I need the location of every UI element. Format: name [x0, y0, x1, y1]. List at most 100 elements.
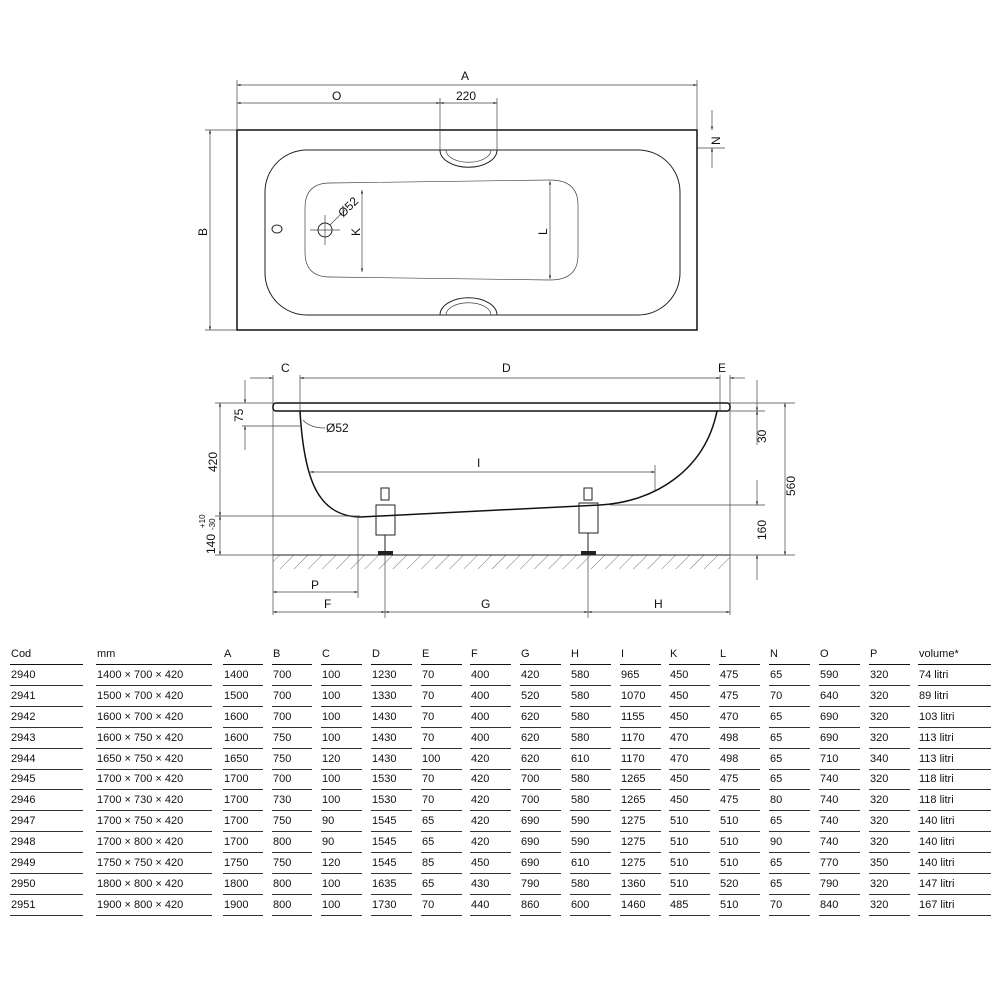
table-cell: 89 litri [918, 687, 991, 707]
table-cell: 620 [520, 750, 561, 770]
table-cell: 65 [769, 770, 810, 791]
table-cell: 690 [520, 812, 561, 833]
table-cell: 320 [869, 875, 910, 895]
dim-E-label: E [718, 361, 726, 375]
foot-right [578, 487, 599, 555]
table-cell: 1400 × 700 × 420 [96, 666, 212, 686]
table-cell: 2943 [10, 729, 83, 749]
table-cell: 65 [769, 750, 810, 770]
table-cell: 510 [669, 854, 710, 874]
table-cell: 113 litri [918, 729, 991, 749]
table-cell: 147 litri [918, 875, 991, 895]
table-cell: 65 [769, 854, 810, 874]
table-cell: 120 [321, 750, 362, 770]
table-cell: 140 litri [918, 833, 991, 854]
table-cell: 610 [570, 854, 611, 874]
table-cell: 475 [719, 666, 760, 686]
table-cell: 700 [272, 687, 312, 707]
table-cell: 790 [520, 875, 561, 895]
table-cell: 65 [769, 812, 810, 833]
handle-top [439, 149, 498, 168]
table-cell: 1600 [223, 729, 263, 749]
column-header: E [421, 645, 462, 665]
table-cell: 120 [321, 854, 362, 874]
table-cell: 498 [719, 750, 760, 770]
table-cell: 70 [421, 708, 462, 728]
table-cell: 520 [520, 687, 561, 707]
table-cell: 70 [421, 729, 462, 749]
dim-B-label: B [196, 228, 210, 236]
table-cell: 100 [321, 708, 362, 728]
table-cell: 1070 [620, 687, 661, 707]
table-cell: 1275 [620, 812, 661, 833]
table-cell: 580 [570, 770, 611, 791]
column-header: D [371, 645, 412, 665]
tolerance-plus-label: +10 [198, 514, 207, 528]
table-cell: 320 [869, 812, 910, 833]
table-cell: 320 [869, 687, 910, 707]
table-cell: 1275 [620, 854, 661, 874]
table-cell: 2950 [10, 875, 83, 895]
table-cell: 700 [272, 666, 312, 686]
table-cell: 65 [421, 833, 462, 854]
table-cell: 450 [669, 791, 710, 812]
table-cell: 965 [620, 666, 661, 686]
table-cell: 65 [769, 666, 810, 686]
table-cell: 2948 [10, 833, 83, 854]
table-cell: 100 [321, 666, 362, 686]
dim-220-label: 220 [456, 89, 476, 103]
table-cell: 750 [272, 729, 312, 749]
table-cell: 420 [520, 666, 561, 686]
table-cell: 610 [570, 750, 611, 770]
tolerance-minus-label: -30 [208, 518, 217, 530]
table-cell: 1700 × 730 × 420 [96, 791, 212, 812]
table-cell: 100 [321, 875, 362, 895]
table-cell: 510 [719, 812, 760, 833]
table-cell: 2946 [10, 791, 83, 812]
side-drain-label: Ø52 [326, 421, 349, 435]
table-cell: 1730 [371, 896, 412, 916]
basin-floor [304, 179, 579, 281]
table-cell: 475 [719, 687, 760, 707]
table-cell: 2940 [10, 666, 83, 686]
table-cell: 320 [869, 791, 910, 812]
table-cell: 400 [470, 666, 511, 686]
table-cell: 320 [869, 708, 910, 728]
table-cell: 1400 [223, 666, 263, 686]
table-cell: 690 [819, 729, 860, 749]
table-cell: 470 [669, 750, 710, 770]
table-cell: 840 [819, 896, 860, 916]
table-cell: 90 [321, 833, 362, 854]
table-cell: 65 [769, 875, 810, 895]
table-cell: 1530 [371, 791, 412, 812]
table-cell: 320 [869, 770, 910, 791]
table-cell: 580 [570, 875, 611, 895]
table-cell: 590 [570, 812, 611, 833]
table-cell: 580 [570, 708, 611, 728]
table-cell: 140 litri [918, 854, 991, 874]
dim-D-label: D [502, 361, 511, 375]
column-header: C [321, 645, 362, 665]
dim-O-label: O [332, 89, 341, 103]
table-cell: 510 [669, 812, 710, 833]
table-cell: 1230 [371, 666, 412, 686]
table-cell: 100 [321, 896, 362, 916]
table-cell: 800 [272, 833, 312, 854]
table-cell: 320 [869, 729, 910, 749]
table-cell: 620 [520, 729, 561, 749]
table-cell: 400 [470, 687, 511, 707]
table-cell: 470 [719, 708, 760, 728]
table-cell: 2944 [10, 750, 83, 770]
column-header: N [769, 645, 810, 665]
table-cell: 1545 [371, 833, 412, 854]
table-cell: 1700 × 700 × 420 [96, 770, 212, 791]
column-header: A [223, 645, 263, 665]
table-cell: 1170 [620, 750, 661, 770]
tub-outer-rim [236, 129, 698, 331]
table-cell: 1750 [223, 854, 263, 874]
table-cell: 1265 [620, 770, 661, 791]
table-cell: 1530 [371, 770, 412, 791]
table-cell: 70 [421, 770, 462, 791]
table-cell: 740 [819, 791, 860, 812]
side-view: C D E 75 Ø52 420 140 +10 -30 I [198, 361, 798, 618]
